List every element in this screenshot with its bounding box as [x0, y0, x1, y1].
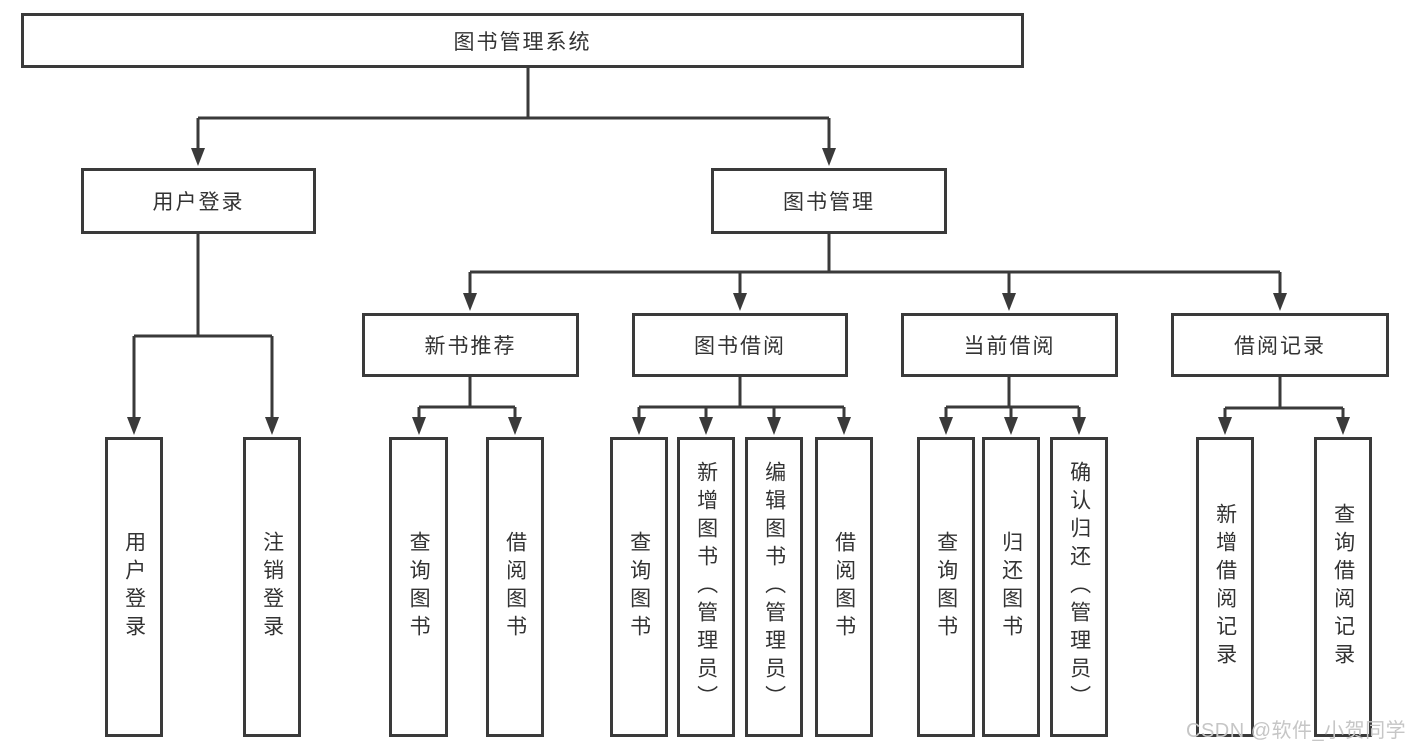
node-book-management-label: 图书管理 — [783, 191, 875, 214]
leaf-current-query-book: 查询图书 — [917, 437, 975, 737]
leaf-label: 借阅图书 — [503, 531, 527, 643]
node-book-management: 图书管理 — [711, 168, 947, 234]
leaf-label: 新增借阅记录 — [1213, 503, 1237, 671]
leaf-add-book-admin: 新增图书（管理员） — [677, 437, 735, 737]
node-borrow-record-label: 借阅记录 — [1234, 335, 1326, 358]
leaf-label: 查询图书 — [407, 531, 431, 643]
node-root: 图书管理系统 — [21, 13, 1024, 68]
leaf-label: 查询图书 — [934, 531, 958, 643]
leaf-borrow-query-book: 查询图书 — [610, 437, 668, 737]
leaf-label: 查询图书 — [627, 531, 651, 643]
leaf-query-borrow-record: 查询借阅记录 — [1314, 437, 1372, 737]
node-user-login-label: 用户登录 — [152, 191, 245, 214]
node-current-borrow: 当前借阅 — [901, 313, 1118, 377]
leaf-label: 确认归还（管理员） — [1067, 461, 1091, 713]
node-new-book-recommend-label: 新书推荐 — [424, 335, 517, 358]
leaf-label: 编辑图书（管理员） — [762, 461, 786, 713]
leaf-label: 查询借阅记录 — [1331, 503, 1355, 671]
leaf-logout-label: 注销登录 — [260, 531, 284, 643]
leaf-borrow-book: 借阅图书 — [815, 437, 873, 737]
leaf-label: 新增图书（管理员） — [694, 461, 718, 713]
leaf-logout: 注销登录 — [243, 437, 301, 737]
node-current-borrow-label: 当前借阅 — [963, 335, 1056, 358]
leaf-edit-book-admin: 编辑图书（管理员） — [745, 437, 803, 737]
leaf-confirm-return-admin: 确认归还（管理员） — [1050, 437, 1108, 737]
node-book-borrow-label: 图书借阅 — [694, 335, 786, 358]
leaf-recommend-query-book: 查询图书 — [389, 437, 448, 737]
leaf-user-login: 用户登录 — [105, 437, 163, 737]
csdn-watermark: CSDN @软件_小贺同学 — [1186, 720, 1405, 742]
leaf-label: 借阅图书 — [832, 531, 856, 643]
leaf-return-book: 归还图书 — [982, 437, 1040, 737]
leaf-user-login-label: 用户登录 — [122, 531, 146, 643]
node-user-login: 用户登录 — [81, 168, 316, 234]
leaf-add-borrow-record: 新增借阅记录 — [1196, 437, 1254, 737]
node-book-borrow: 图书借阅 — [632, 313, 848, 377]
leaf-label: 归还图书 — [999, 531, 1023, 643]
node-new-book-recommend: 新书推荐 — [362, 313, 579, 377]
node-borrow-record: 借阅记录 — [1171, 313, 1389, 377]
leaf-recommend-borrow-book: 借阅图书 — [486, 437, 544, 737]
node-root-label: 图书管理系统 — [453, 30, 592, 54]
